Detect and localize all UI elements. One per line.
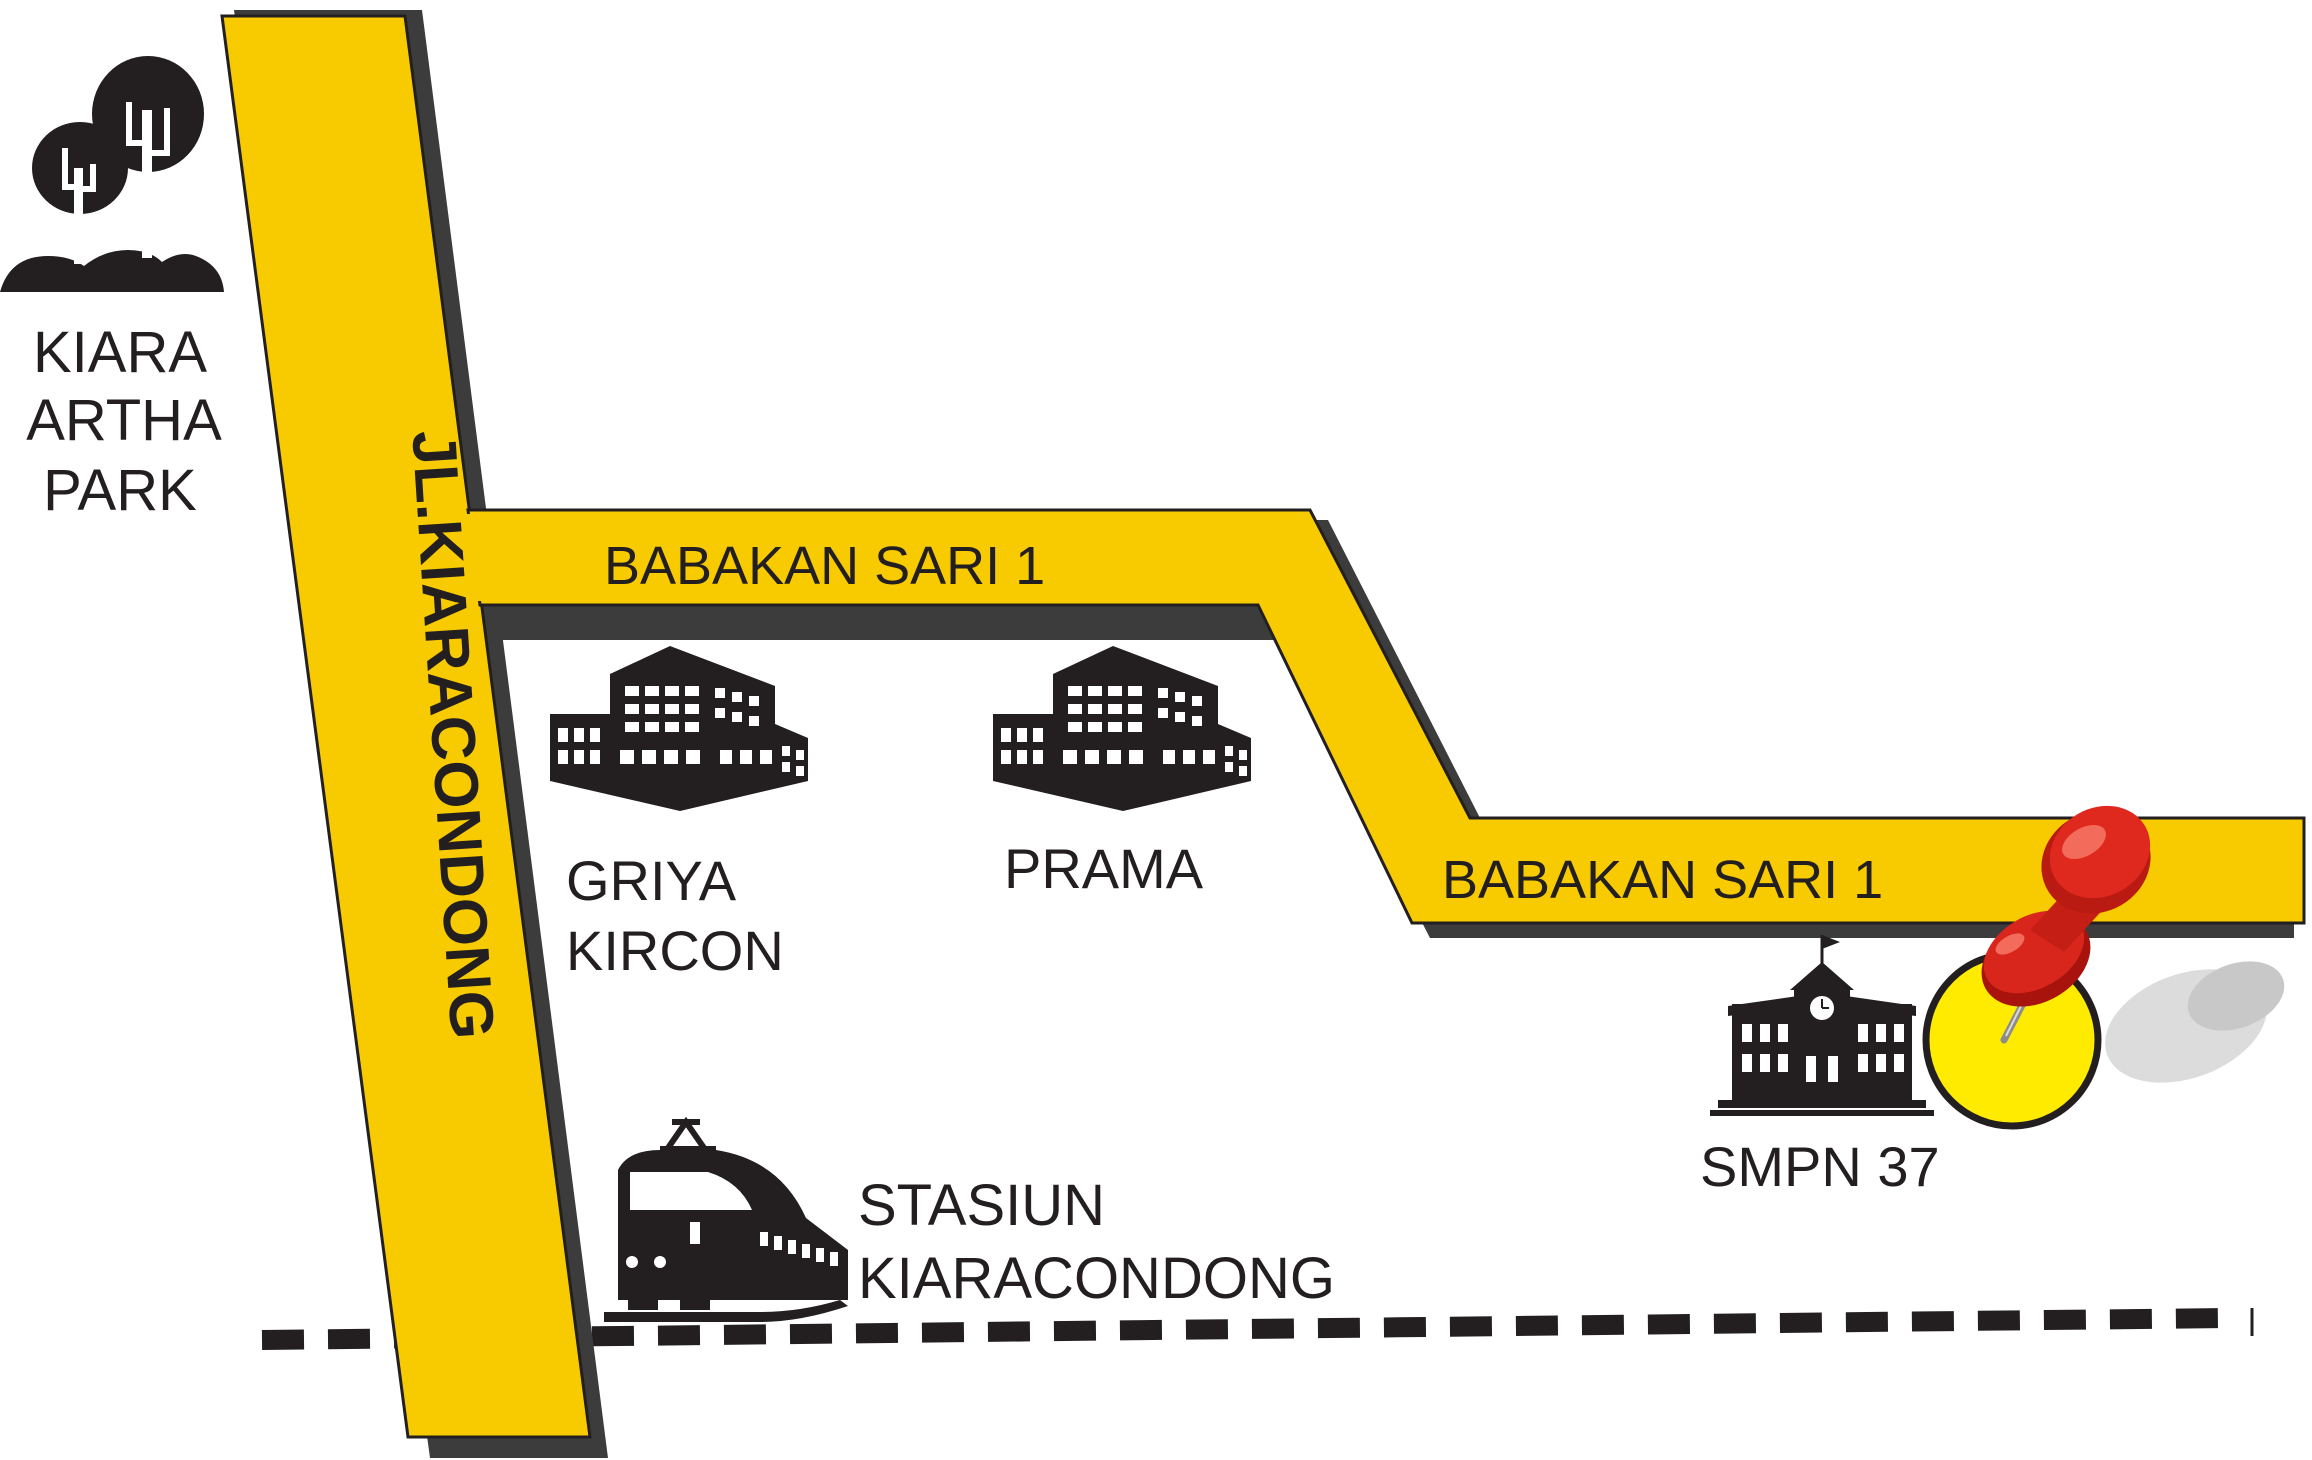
babakan-sari-upper-label: BABAKAN SARI 1 [604,536,1045,596]
road-network [220,10,2306,1458]
main-road [220,14,592,1439]
park-label-line1: KIARA [33,320,207,385]
train-icon [604,1116,848,1322]
branch-road [466,508,2306,925]
kiara-artha-park-label: KIARA ARTHA PARK [26,320,222,523]
building-icon [550,646,808,811]
stasiun-kiaracondong-label: STASIUN KIARACONDONG [858,1173,1335,1311]
building-icon [993,646,1251,811]
park-label-line3: PARK [43,458,197,523]
station-label-line2: KIARACONDONG [858,1246,1335,1311]
trees-icon [0,56,224,292]
school-icon [1710,935,1934,1116]
babakan-sari-lower-label: BABAKAN SARI 1 [1442,850,1883,910]
park-label-line2: ARTHA [26,388,222,453]
map-pin-icon [1981,805,2151,1044]
station-label-line1: STASIUN [858,1173,1105,1238]
griya-label-line1: GRIYA [566,849,737,912]
griya-kircon-label: GRIYA KIRCON [566,849,784,982]
destination-marker [1922,950,2285,1130]
griya-label-line2: KIRCON [566,919,784,982]
prama-label: PRAMA [1004,837,1204,900]
smpn-37-label: SMPN 37 [1700,1135,1940,1198]
